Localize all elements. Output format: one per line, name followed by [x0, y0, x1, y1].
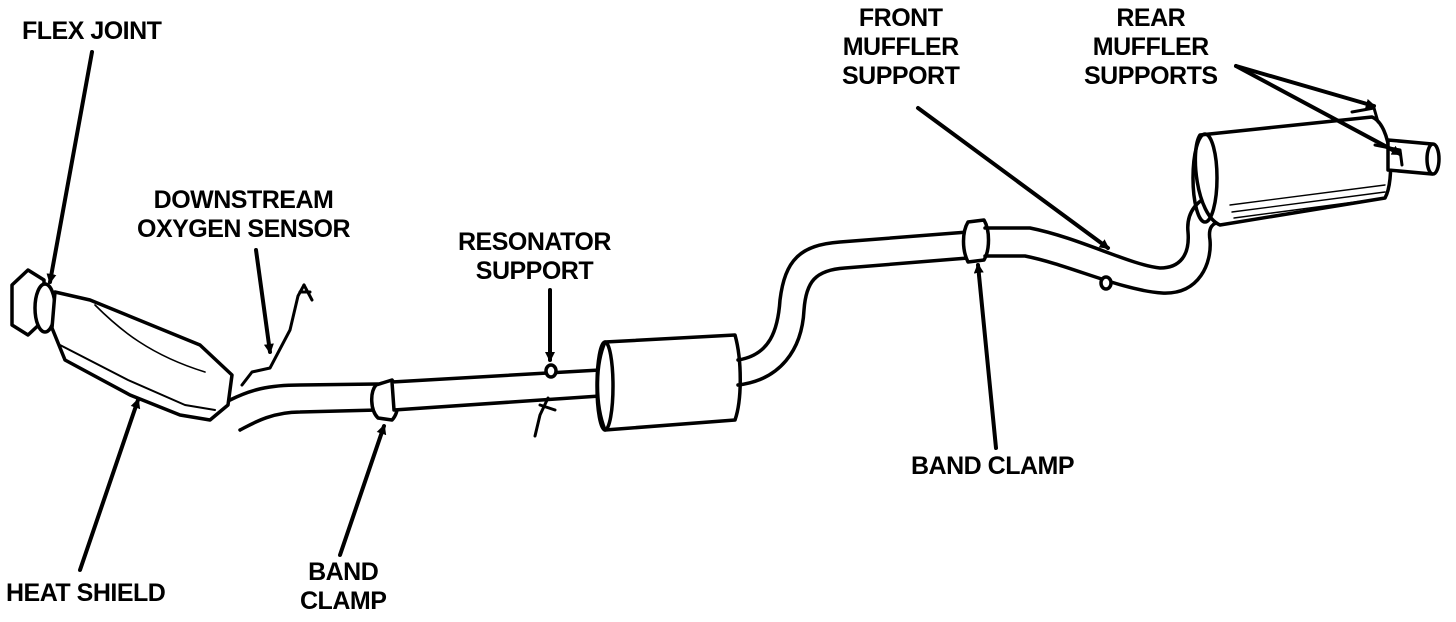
s-curve-pipe: [736, 230, 970, 362]
band-clamp-left-arrow: [338, 424, 387, 557]
oxygen-sensor-wire: [240, 283, 306, 387]
front-muffler-support: [1099, 275, 1113, 291]
front-muffler-support-arrow: [916, 106, 1110, 250]
front-pipe: [230, 384, 378, 430]
heat-shield: [59, 344, 216, 411]
band-clamp-right-label: BAND CLAMP: [911, 452, 1075, 480]
front-muffler-support-label: FRONT MUFFLER SUPPORT: [842, 4, 960, 90]
downstream-oxygen-sensor-label: DOWNSTREAM OXYGEN SENSOR: [137, 186, 351, 243]
resonator-hanger: [533, 396, 557, 438]
rear-muffler-supports-label: REAR MUFFLER SUPPORTS: [1084, 4, 1218, 90]
rear-muffler-support-arrow-1: [1234, 64, 1376, 109]
catalytic-converter: [50, 290, 234, 422]
resonator: [595, 333, 742, 432]
resonator-support-top: [544, 363, 558, 379]
oxygen-sensor-arrow: [254, 248, 274, 354]
resonator-support-label: RESONATOR SUPPORT: [458, 228, 611, 285]
intermediate-pipe: [390, 368, 602, 412]
flex-joint-label: FLEX JOINT: [22, 17, 162, 45]
tail-pipe-section: [983, 193, 1217, 270]
rear-muffler-support-arrow-2: [1234, 64, 1402, 156]
flex-joint-arrow: [46, 50, 94, 284]
heat-shield-arrow: [78, 398, 141, 572]
band-clamp-right-arrow: [973, 263, 998, 450]
band-clamp-left-label: BAND CLAMP: [300, 558, 387, 615]
heat-shield-label: HEAT SHIELD: [6, 579, 166, 607]
